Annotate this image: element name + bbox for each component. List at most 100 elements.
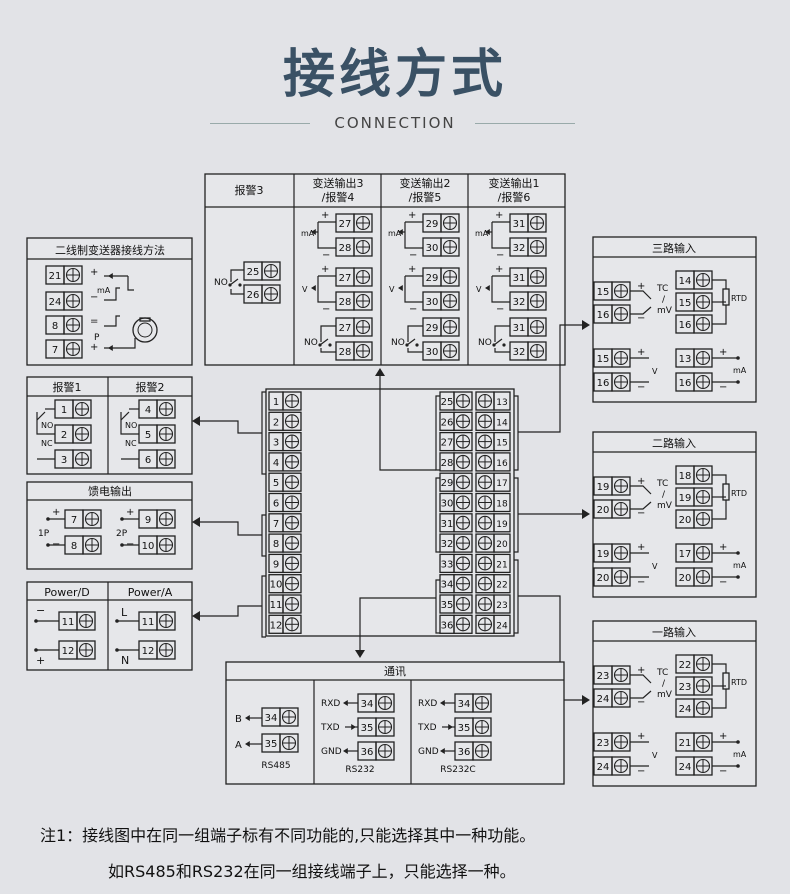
two-wire-term-7-screw-box xyxy=(63,339,83,359)
input-2-tc-minus: − xyxy=(637,508,645,519)
center-mid-term-32-number-label: 32 xyxy=(441,539,454,550)
center-left-term-8-screw-box xyxy=(282,533,302,553)
input-2-rtd-wire-a xyxy=(712,474,727,484)
top-header-out3: 变送输出3 xyxy=(313,176,364,190)
input-3-frame xyxy=(592,620,757,787)
alarm3-relay-contact-dot-2 xyxy=(238,283,242,287)
feed-term-7-number-label: 7 xyxy=(71,515,77,526)
out1-v-wire-bottom xyxy=(491,276,510,303)
input-1-tc-wire-a xyxy=(630,290,652,300)
out1-no-wire-top xyxy=(494,325,510,342)
input-2-title: 二路输入 xyxy=(652,436,696,450)
input-3-tc-term-a-number-label: 23 xyxy=(597,671,610,682)
input-3-ma-term-b-number-label: 24 xyxy=(679,762,692,773)
center-left-term-7-screw-box xyxy=(282,513,302,533)
two-wire-eq-8: = xyxy=(90,316,98,327)
comm-rs232-arrow-gnd xyxy=(343,748,348,754)
input-1-mv-label: mV xyxy=(657,306,673,316)
out3-v-arrow xyxy=(311,285,316,291)
two-wire-wire-to-sensor xyxy=(127,276,134,291)
out1-no-term-a-screw-box xyxy=(527,317,547,337)
note-line-2: 如RS485和RS232在同一组接线端子上，只能选择一种。 xyxy=(108,862,516,881)
input-2-tc-wire-b xyxy=(630,501,652,510)
input-2-v-plus: + xyxy=(637,542,645,553)
out1-no-term-a-number-label: 31 xyxy=(513,323,526,334)
input-2-rtd-label: RTD xyxy=(731,489,747,498)
center-right-term-label-14: 14 xyxy=(496,418,508,428)
input-2-ma-label: mA xyxy=(733,561,747,570)
power-frame xyxy=(26,581,193,671)
comm-rs232c-term-35-number-label: 35 xyxy=(458,723,471,734)
feed-term-8-screw-box xyxy=(82,535,102,555)
comm-rs232c-arrow-txd xyxy=(448,724,453,730)
input-1-tc-term-a-number-label: 15 xyxy=(597,287,610,298)
feed-title: 馈电输出 xyxy=(88,484,132,498)
alarm2-nc-label: NC xyxy=(125,439,137,448)
center-left-term-10-number-label: 10 xyxy=(270,580,283,591)
feed-dot-8 xyxy=(46,543,50,547)
alarm1-term-2-screw-box xyxy=(72,424,92,444)
conn-input1 xyxy=(518,595,584,701)
input-1-rtd-wire-c xyxy=(712,305,727,325)
feed-term-8-number-label: 8 xyxy=(71,541,77,552)
conn-alarm12-arrow xyxy=(192,416,200,426)
out2-v-label: V xyxy=(389,285,395,294)
center-mid-term-29-screw-box xyxy=(453,472,473,492)
alarm1-header: 报警1 xyxy=(53,380,82,394)
center-right-num-box-33 xyxy=(493,553,511,574)
alarm2-switch-blade xyxy=(120,411,130,421)
out3-no-term-a-screw-box xyxy=(353,317,373,337)
out2-v-plus: + xyxy=(408,264,416,275)
comm-rs232c-label: RS232C xyxy=(440,765,475,775)
center-left-term-12-number-label: 12 xyxy=(270,620,283,631)
center-right-term-label-16: 16 xyxy=(496,459,508,469)
out2-v-wire-bottom xyxy=(404,276,423,303)
out1-v-term-b-screw-box xyxy=(527,291,547,311)
comm-485-b-label: B xyxy=(235,714,242,725)
conn-top-panel xyxy=(379,372,436,471)
input-3-v-term-b-number-label: 24 xyxy=(597,762,610,773)
center-mid-term-27-screw-box xyxy=(453,431,473,452)
out2-v-term-b-screw-box xyxy=(440,291,460,311)
out3-relay-contact-blade xyxy=(319,338,329,346)
center-right-num-box-31 xyxy=(493,513,511,533)
out3-ma-minus: − xyxy=(322,250,330,261)
input-3-rtd-term-a-number-label: 22 xyxy=(679,660,692,671)
out1-v-plus: + xyxy=(495,264,503,275)
alarm2-no-label: NO xyxy=(125,421,137,430)
input-3-title: 一路输入 xyxy=(652,625,696,639)
input-3-ma-dot-b xyxy=(736,764,740,768)
top-header-alarm6: /报警6 xyxy=(498,190,531,204)
out2-v-arrow xyxy=(398,285,403,291)
center-right-term-label-22: 22 xyxy=(496,581,507,591)
top-header-alarm3: 报警3 xyxy=(235,183,264,197)
comm-485-term-34-screw-box xyxy=(279,707,299,727)
input-3-ma-term-a-number-label: 21 xyxy=(679,738,692,749)
power-d-header: Power/D xyxy=(44,586,89,599)
out3-v-label: V xyxy=(302,285,308,294)
comm-485-arrow-a xyxy=(245,741,250,747)
top-header-alarm5: /报警5 xyxy=(409,190,442,204)
power-d-term-12-screw-box xyxy=(76,640,96,660)
out3-ma-term-b-number-label: 28 xyxy=(339,243,352,254)
out2-ma-term-b-screw-box xyxy=(440,237,460,257)
input-3-v-label: V xyxy=(652,751,658,760)
out1-ma-term-a-number-label: 31 xyxy=(513,219,526,230)
out3-no-term-b-screw-box xyxy=(353,341,373,361)
input-2-v-term-b-number-label: 20 xyxy=(597,573,610,584)
sensor-connector-key xyxy=(139,317,151,322)
center-right-term-label-13: 13 xyxy=(496,398,507,408)
out2-no-label: NO xyxy=(391,338,405,348)
center-right-term-label-15: 15 xyxy=(496,439,507,449)
input-1-v-minus: − xyxy=(637,382,645,393)
alarm3-term-25-screw-box xyxy=(261,261,281,281)
center-mid-term-31-screw-box xyxy=(453,513,473,533)
two-wire-wire-24 xyxy=(104,287,120,301)
conn-input3 xyxy=(518,324,584,433)
two-wire-arrow-21 xyxy=(108,273,113,279)
input-3-v-plus: + xyxy=(637,731,645,742)
input-2-tc-label: TC xyxy=(656,479,668,489)
center-right-bracket-1 xyxy=(514,477,519,553)
out3-v-term-b-number-label: 28 xyxy=(339,297,352,308)
comm-rs232c-term-36-screw-box xyxy=(472,741,492,761)
